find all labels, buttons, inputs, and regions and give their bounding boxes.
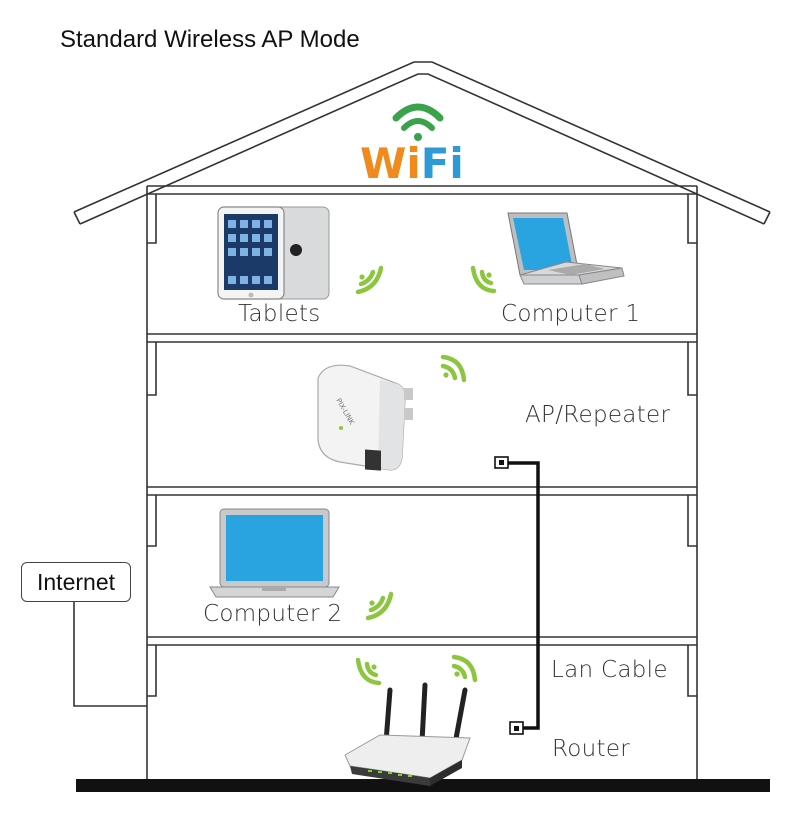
svg-text:WiFi: WiFi xyxy=(360,139,464,188)
computer-2-label: Computer 2 xyxy=(203,601,343,627)
ground-line xyxy=(76,779,770,792)
laptop-icon xyxy=(507,212,625,285)
wifi-signal-icon xyxy=(365,591,394,621)
router-icon xyxy=(344,682,471,786)
wifi-logo: WiFi xyxy=(360,103,464,188)
computer-1-label: Computer 1 xyxy=(501,301,641,327)
repeater-icon: PIX-LINK xyxy=(317,364,413,471)
diagram-title: Standard Wireless AP Mode xyxy=(60,26,360,53)
internet-box: Internet xyxy=(21,562,131,602)
ap-repeater-label: AP/Repeater xyxy=(525,402,671,428)
roof xyxy=(73,61,771,225)
wifi-signal-icon xyxy=(451,654,478,683)
wifi-signal-icon xyxy=(440,354,467,383)
router-label: Router xyxy=(552,736,631,762)
wifi-signal-icon xyxy=(355,265,384,295)
internet-line xyxy=(73,602,147,707)
lan-cable-label: Lan Cable xyxy=(551,657,668,683)
wifi-signal-icon xyxy=(470,265,497,294)
lan-cable xyxy=(494,456,540,735)
tablets-label: Tablets xyxy=(238,301,321,327)
tablet-icon xyxy=(217,206,330,300)
wifi-signal-icon xyxy=(355,657,382,686)
laptop-icon xyxy=(209,508,340,598)
wifi-arcs-icon xyxy=(392,103,444,141)
house-walls xyxy=(146,185,698,780)
